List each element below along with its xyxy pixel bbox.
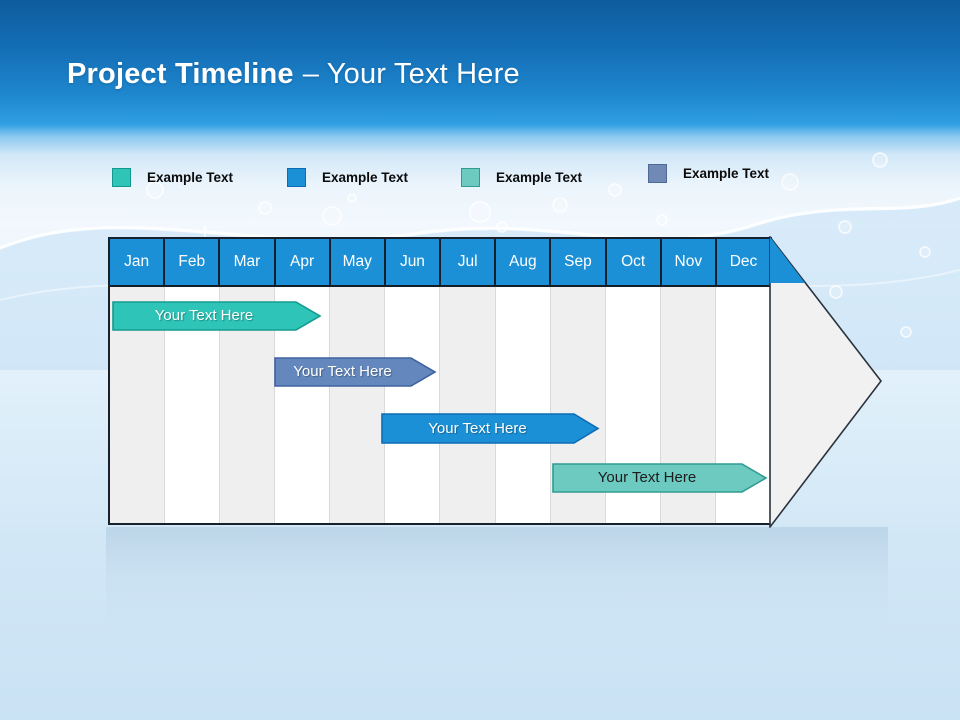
column-stripe-aug bbox=[495, 287, 551, 523]
legend-swatch bbox=[648, 164, 667, 183]
month-header-aug: Aug bbox=[496, 239, 552, 285]
column-stripe-jun bbox=[385, 287, 441, 523]
task-bar-label: Your Text Here bbox=[428, 420, 527, 437]
task-bar-label: Your Text Here bbox=[154, 307, 254, 324]
month-header-may: May bbox=[331, 239, 386, 285]
month-header-dec: Dec bbox=[729, 253, 758, 270]
column-stripe-may bbox=[330, 287, 386, 523]
page-title: Project Timeline– Your Text Here bbox=[67, 58, 520, 91]
arrow-head-shape bbox=[769, 236, 883, 528]
month-header-apr: Apr bbox=[276, 239, 331, 285]
task-bar-2: Your Text Here bbox=[274, 357, 437, 387]
legend-label: Example Text bbox=[147, 170, 234, 185]
table-reflection bbox=[106, 527, 888, 657]
month-header-sep: Sep bbox=[551, 239, 607, 285]
month-header-oct: Oct bbox=[607, 239, 662, 285]
task-bar-shape bbox=[381, 413, 600, 444]
task-bar-shape bbox=[552, 463, 768, 493]
task-bar-4: Your Text Here bbox=[552, 463, 768, 493]
task-bar-label: Your Text Here bbox=[293, 363, 392, 380]
task-bar-shape bbox=[112, 301, 322, 331]
legend-swatch bbox=[461, 168, 480, 187]
legend-item-2: Example Text bbox=[287, 168, 408, 187]
task-bar-label: Your Text Here bbox=[597, 469, 697, 486]
legend-item-4: Example Text bbox=[648, 164, 769, 183]
task-bar-shape bbox=[274, 357, 437, 387]
legend-swatch bbox=[287, 168, 306, 187]
month-header-jul: Jul bbox=[441, 239, 497, 285]
legend-swatch bbox=[112, 168, 131, 187]
month-header-nov: Nov bbox=[662, 239, 717, 285]
task-bar-1: Your Text Here bbox=[112, 301, 322, 331]
legend-item-1: Example Text bbox=[112, 168, 233, 187]
legend-item-3: Example Text bbox=[461, 168, 582, 187]
column-stripe-jul bbox=[440, 287, 496, 523]
month-header-mar: Mar bbox=[220, 239, 276, 285]
month-header-jan: Jan bbox=[110, 239, 166, 285]
title-main: Project Timeline bbox=[67, 58, 294, 90]
task-bar-3: Your Text Here bbox=[381, 413, 600, 444]
legend-label: Example Text bbox=[496, 170, 583, 185]
timeline-arrow-head-icon bbox=[769, 236, 883, 528]
legend-label: Example Text bbox=[322, 170, 409, 185]
title-suffix: – Your Text Here bbox=[302, 58, 520, 90]
arrow-header-corner bbox=[770, 237, 805, 283]
month-header-jun: Jun bbox=[386, 239, 442, 285]
month-header-feb: Feb bbox=[165, 239, 221, 285]
legend-label: Example Text bbox=[683, 166, 770, 181]
